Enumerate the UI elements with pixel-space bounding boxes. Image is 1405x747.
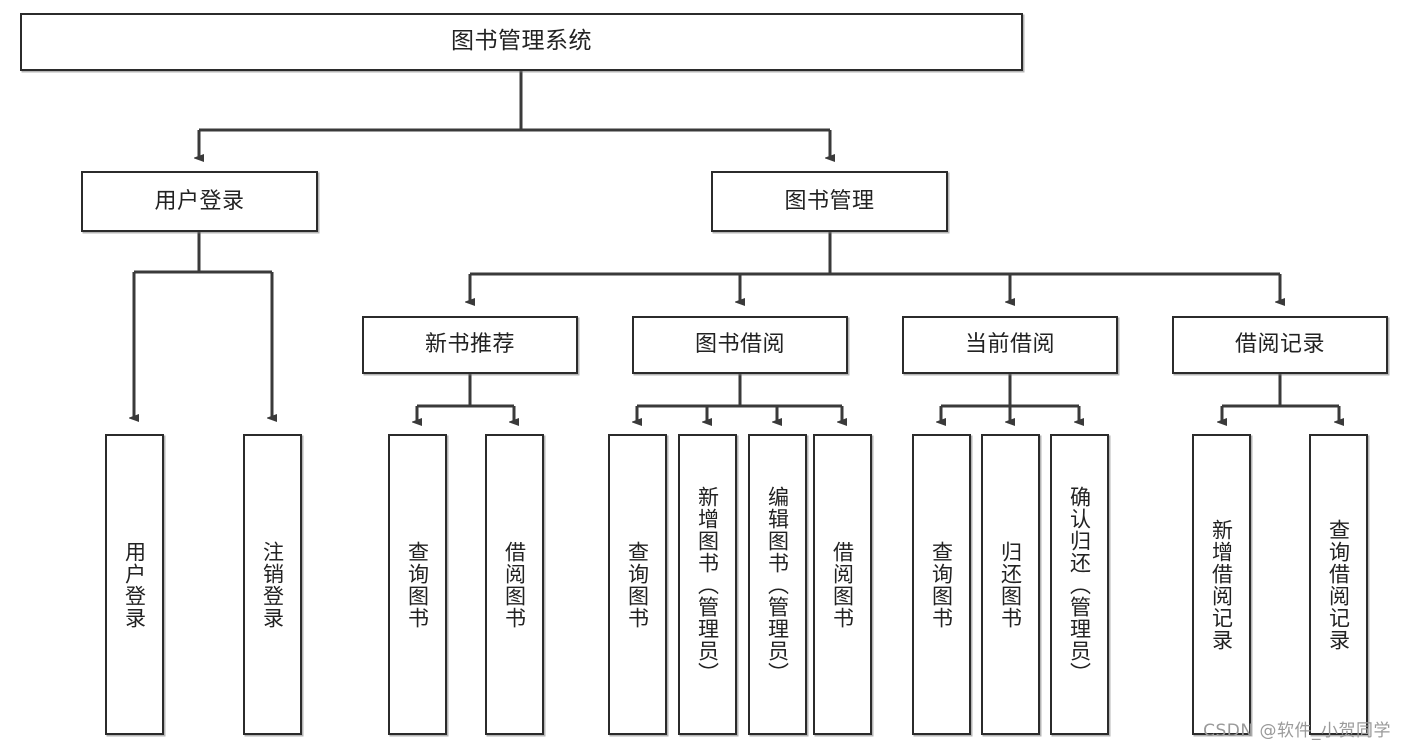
node-new-book-rec-label: 新书推荐: [424, 332, 515, 358]
node-leaf-query-record[interactable]: 查询借阅记录: [1309, 434, 1368, 735]
node-leaf-user-logout[interactable]: 注销登录: [243, 434, 302, 735]
node-root[interactable]: 图书管理系统: [20, 13, 1023, 71]
node-leaf-add-record-label: 新增借阅记录: [1209, 518, 1234, 651]
node-book-borrow-label: 图书借阅: [694, 332, 785, 358]
node-user-login-label: 用户登录: [154, 188, 245, 214]
node-leaf-add-book-label: 新增图书（管理员）: [695, 485, 720, 684]
node-leaf-confirm-return[interactable]: 确认归还（管理员）: [1050, 434, 1109, 735]
node-leaf-add-record[interactable]: 新增借阅记录: [1192, 434, 1251, 735]
node-book-borrow[interactable]: 图书借阅: [632, 316, 848, 374]
node-root-label: 图书管理系统: [451, 28, 592, 55]
node-leaf-query-book-1[interactable]: 查询图书: [388, 434, 447, 735]
node-current-borrow-label: 当前借阅: [964, 332, 1055, 358]
node-leaf-borrow-book-1-label: 借阅图书: [502, 540, 527, 629]
node-current-borrow[interactable]: 当前借阅: [902, 316, 1118, 374]
csdn-watermark: CSDN @软件_小贺同学: [1203, 721, 1391, 741]
node-leaf-return-book[interactable]: 归还图书: [981, 434, 1040, 735]
node-borrow-record-label: 借阅记录: [1234, 332, 1325, 358]
node-leaf-edit-book-label: 编辑图书（管理员）: [765, 485, 790, 684]
node-leaf-query-book-3[interactable]: 查询图书: [912, 434, 971, 735]
node-leaf-user-logout-label: 注销登录: [260, 540, 285, 629]
node-leaf-confirm-return-label: 确认归还（管理员）: [1067, 485, 1092, 684]
node-book-manage[interactable]: 图书管理: [711, 171, 948, 232]
node-leaf-query-book-1-label: 查询图书: [405, 540, 430, 629]
node-book-manage-label: 图书管理: [784, 188, 875, 214]
node-borrow-record[interactable]: 借阅记录: [1172, 316, 1388, 374]
node-leaf-query-book-2-label: 查询图书: [625, 540, 650, 629]
node-leaf-add-book[interactable]: 新增图书（管理员）: [678, 434, 737, 735]
node-leaf-borrow-book-2[interactable]: 借阅图书: [813, 434, 872, 735]
node-leaf-query-book-3-label: 查询图书: [929, 540, 954, 629]
node-leaf-borrow-book-2-label: 借阅图书: [830, 540, 855, 629]
node-leaf-user-login-label: 用户登录: [122, 540, 147, 629]
node-new-book-rec[interactable]: 新书推荐: [362, 316, 578, 374]
node-leaf-borrow-book-1[interactable]: 借阅图书: [485, 434, 544, 735]
node-leaf-query-record-label: 查询借阅记录: [1326, 518, 1351, 651]
node-leaf-user-login[interactable]: 用户登录: [105, 434, 164, 735]
node-leaf-return-book-label: 归还图书: [998, 540, 1023, 629]
node-user-login[interactable]: 用户登录: [81, 171, 318, 232]
node-leaf-query-book-2[interactable]: 查询图书: [608, 434, 667, 735]
node-leaf-edit-book[interactable]: 编辑图书（管理员）: [748, 434, 807, 735]
